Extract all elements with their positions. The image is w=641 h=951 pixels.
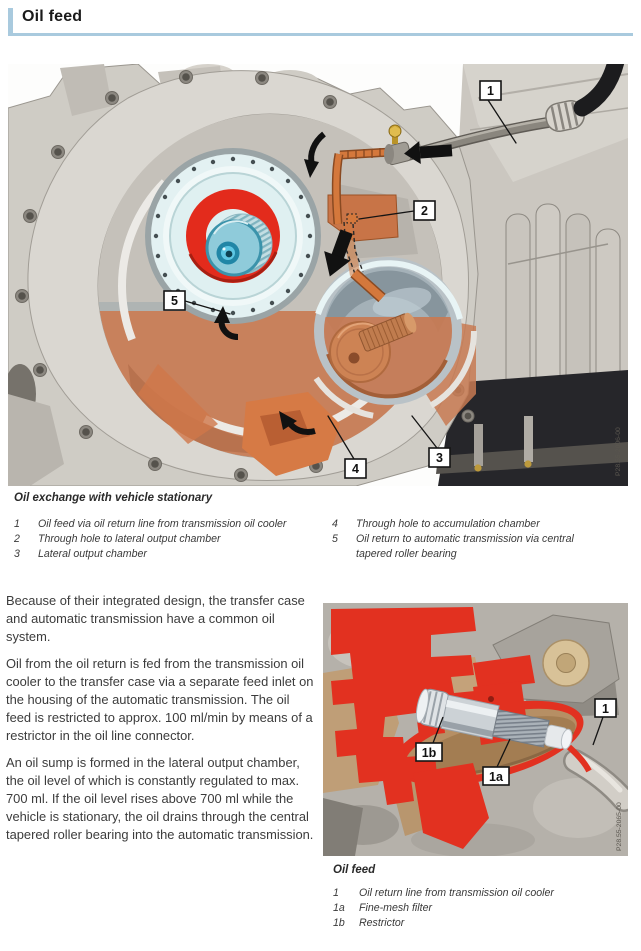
- tapered-roller-bearing: [145, 148, 321, 324]
- svg-text:2: 2: [421, 204, 428, 218]
- main-callouts: 1 2 3 4 5: [163, 80, 517, 479]
- body-text: Because of their integrated design, the …: [6, 592, 315, 853]
- svg-text:1b: 1b: [422, 746, 437, 760]
- title-accent-bar: [8, 8, 13, 34]
- svg-text:5: 5: [171, 294, 178, 308]
- callout-1b: [415, 742, 443, 762]
- callout-5: [163, 290, 186, 311]
- arrow-curve-top-head: [304, 159, 319, 178]
- arrow-into-bearing-head: [214, 306, 230, 323]
- svg-text:3: 3: [436, 451, 443, 465]
- callout-1a: [482, 766, 510, 786]
- lateral-output-chamber: [314, 257, 463, 405]
- svg-text:1a: 1a: [489, 770, 504, 784]
- legend-item: 1 Oil return line from transmission oil …: [333, 887, 554, 899]
- detail-callouts: 1 1a 1b: [415, 698, 617, 786]
- callout-3: [428, 447, 451, 468]
- main-legend-right: 4 Through hole to accumulation chamber 5…: [332, 517, 584, 562]
- legend-item: 1 Oil feed via oil return line from tran…: [14, 518, 287, 530]
- figure-code: P28.55-2006-00: [615, 427, 622, 476]
- legend-item: 3 Lateral output chamber: [14, 548, 147, 560]
- legend-item: 1a Fine-mesh filter: [333, 902, 432, 914]
- legend-item: 4 Through hole to accumulation chamber: [332, 518, 540, 530]
- input-shaft-hub: [216, 241, 240, 265]
- callout-1: [594, 698, 617, 718]
- arrow-down-into-chamber: [324, 229, 353, 277]
- legend-item: 2 Through hole to lateral output chamber: [14, 533, 221, 545]
- page-title: Oil feed: [22, 8, 83, 25]
- svg-text:1: 1: [602, 702, 609, 716]
- output-shaft-spline: [358, 312, 417, 352]
- filter-assembly: [415, 688, 573, 750]
- paragraph: Because of their integrated design, the …: [6, 593, 305, 645]
- rubber-hose: [573, 64, 625, 117]
- restrictor: [415, 688, 450, 729]
- svg-text:1: 1: [487, 84, 494, 98]
- title-rule: [8, 33, 633, 36]
- oil-pan-shadow: [301, 370, 628, 486]
- detail-figure-caption: Oil feed: [333, 864, 376, 876]
- callout-1: [479, 80, 502, 101]
- main-figure-caption: Oil exchange with vehicle stationary: [14, 492, 213, 504]
- callout-4: [344, 458, 367, 479]
- callout-2: [413, 200, 436, 221]
- return-pipe: [563, 744, 628, 812]
- legend-item: 1b Restrictor: [333, 917, 405, 929]
- through-hole-marker: [346, 213, 358, 224]
- detail-figure-illustration: 1 1a 1b P28.55-2065-00: [323, 603, 628, 856]
- arrow-through-hole-head: [279, 411, 297, 430]
- legend-item: 5 Oil return to automatic transmission v…: [332, 533, 574, 560]
- arrow-into-connector: [404, 141, 453, 165]
- paragraph: An oil sump is formed in the lateral out…: [6, 754, 314, 843]
- detail-legend: 1 Oil return line from transmission oil …: [333, 886, 623, 931]
- main-legend-left: 1 Oil feed via oil return line from tran…: [14, 517, 316, 562]
- figure-code: P28.55-2065-00: [616, 802, 623, 851]
- svg-text:4: 4: [352, 462, 359, 476]
- bearing-rollers: [153, 156, 313, 316]
- flow-arrows: [214, 131, 453, 435]
- feed-connector: [384, 124, 412, 166]
- paragraph: Oil from the oil return is fed from the …: [6, 655, 314, 744]
- main-figure-illustration: 1 2 3 4 5 P28.55-2006-00: [8, 64, 628, 486]
